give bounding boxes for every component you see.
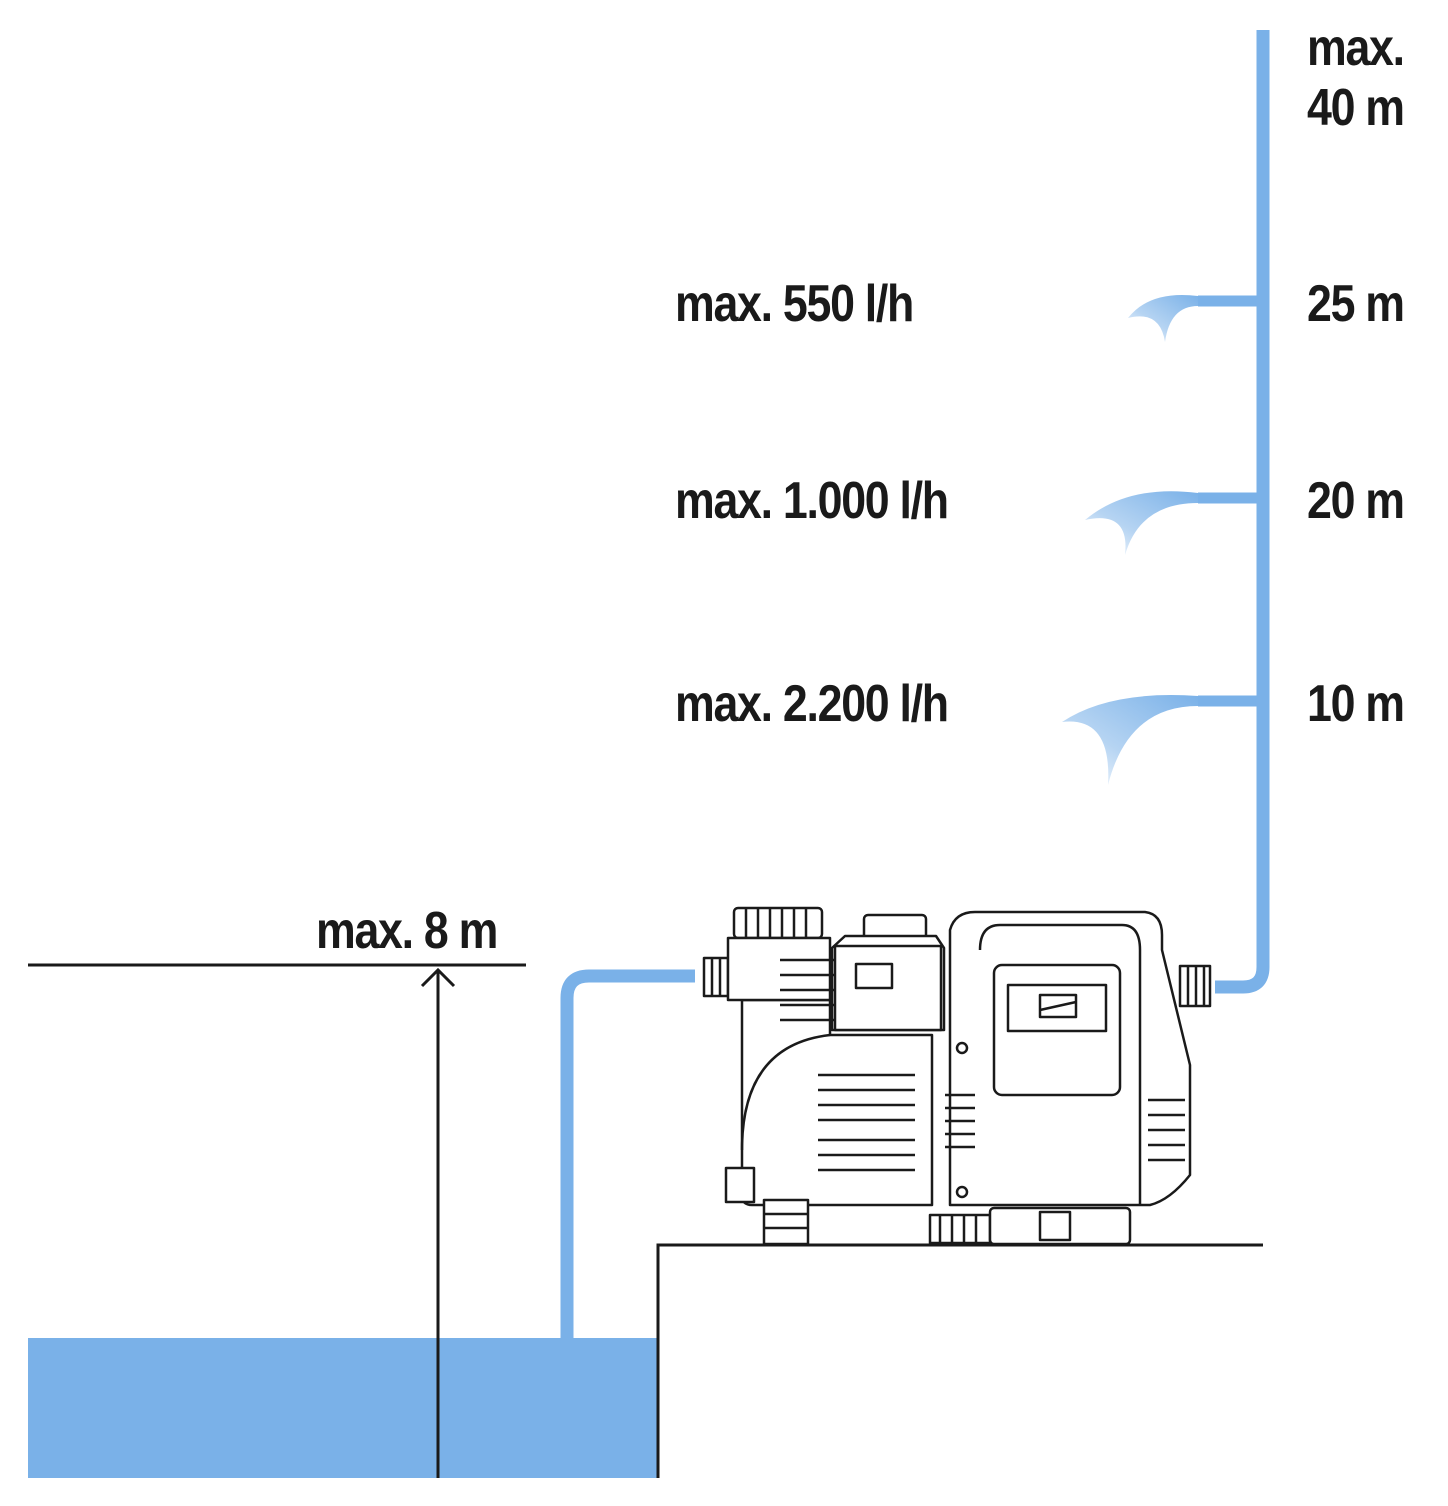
up-arrow-icon [420,967,456,1478]
suction-pipe [560,969,695,1340]
ground-ledge [656,1243,1263,1478]
outlet-20m [1085,491,1257,555]
outlet-10m [1062,695,1257,785]
flow-label-1000: max. 1.000 l/h [675,472,949,530]
water-spray-icon [1085,491,1198,555]
max-height-label-line2: 40 m [1307,79,1405,137]
water-spray-icon [1062,695,1198,785]
max-height-label-line1: max. [1307,19,1405,77]
pump-icon [702,906,1212,1246]
outlet-25m [1128,294,1257,342]
water-reservoir [28,1338,658,1478]
height-label-25m: 25 m [1307,275,1405,333]
flow-label-2200: max. 2.200 l/h [675,675,949,733]
height-label-20m: 20 m [1307,472,1405,530]
water-spray-icon [1128,294,1198,342]
discharge-pipe [1215,30,1270,994]
suction-height-label: max. 8 m [316,902,498,960]
flow-label-550: max. 550 l/h [675,275,914,333]
height-label-10m: 10 m [1307,675,1405,733]
